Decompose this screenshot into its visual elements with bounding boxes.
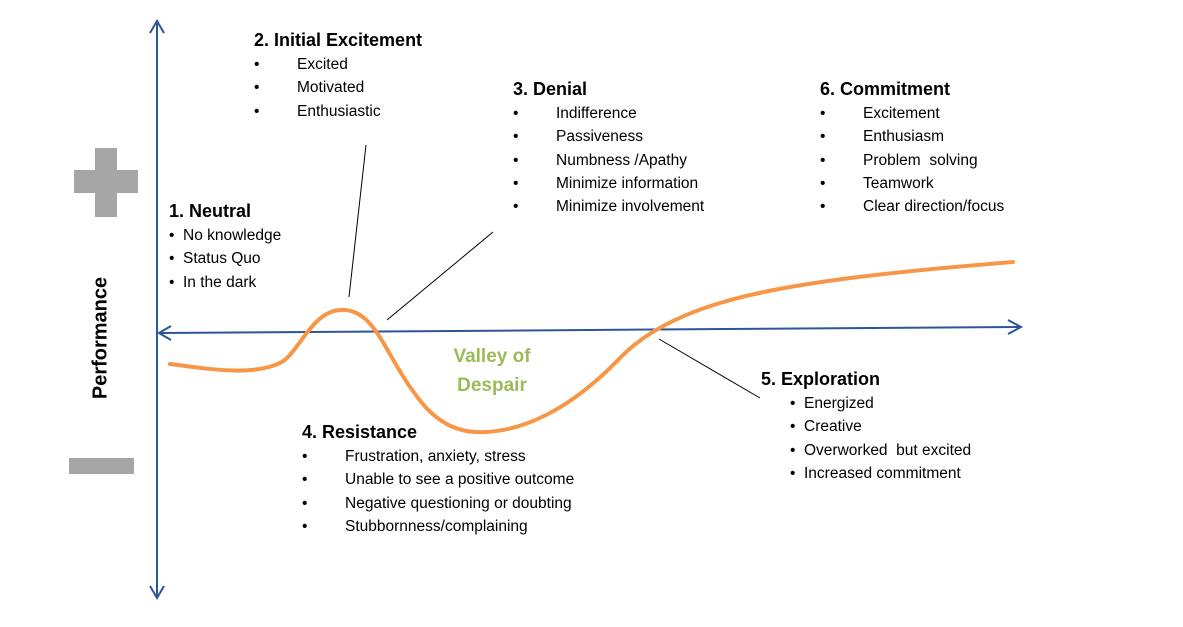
- stage-item: Stubbornness/complaining: [302, 515, 574, 539]
- stage-item: In the dark: [169, 271, 281, 295]
- callout-line-exploration: [658, 338, 761, 399]
- stage-item: Indifference: [513, 102, 704, 126]
- callout-line-denial: [386, 231, 494, 321]
- stage-title: 2. Initial Excitement: [254, 30, 423, 50]
- stage-initial-excitement: 2. Initial Excitement Excited Motivated …: [254, 29, 422, 123]
- stage-item-list: Indifference Passiveness Numbness /Apath…: [513, 102, 704, 219]
- stage-neutral: 1. Neutral No knowledge Status Quo In th…: [169, 200, 281, 294]
- vertical-axis: [149, 19, 165, 600]
- stage-item: Unable to see a positive outcome: [302, 468, 574, 492]
- stage-item-list: Excited Motivated Enthusiastic: [254, 53, 422, 123]
- stage-item: Minimize information: [513, 172, 704, 196]
- stage-title: 1. Neutral: [169, 201, 252, 221]
- stage-resistance: 4. Resistance Frustration, anxiety, stre…: [302, 421, 574, 538]
- stage-exploration: 5. Exploration Energized Creative Overwo…: [761, 368, 971, 485]
- callout-lines: [348, 144, 761, 399]
- horizontal-axis: [157, 319, 1024, 341]
- stage-title: 4. Resistance: [302, 422, 418, 442]
- stage-item: Enthusiasm: [820, 125, 1004, 149]
- stage-item: No knowledge: [169, 224, 281, 248]
- change-curve: [168, 260, 1015, 435]
- stage-item: Negative questioning or doubting: [302, 492, 574, 516]
- stage-title: 6. Commitment: [820, 79, 951, 99]
- vertical-axis-arrow-down: [149, 585, 165, 600]
- stage-item: Energized: [790, 392, 971, 416]
- stage-item-list: No knowledge Status Quo In the dark: [169, 224, 281, 294]
- stage-item: Numbness /Apathy: [513, 149, 704, 173]
- stage-item: Enthusiastic: [254, 100, 422, 124]
- stage-commitment: 6. Commitment Excitement Enthusiasm Prob…: [820, 78, 1004, 219]
- valley-label-line2: Despair: [457, 375, 527, 396]
- stage-item-list: Excitement Enthusiasm Problem solving Te…: [820, 102, 1004, 219]
- stage-item: Increased commitment: [790, 462, 971, 486]
- stage-item: Creative: [790, 415, 971, 439]
- stage-item: Overworked but excited: [790, 439, 971, 463]
- callout-line-excitement: [348, 144, 367, 298]
- stage-denial: 3. Denial Indifference Passiveness Numbn…: [513, 78, 704, 219]
- horizontal-axis-line: [159, 326, 1021, 334]
- valley-label: Valley of Despair: [453, 342, 530, 400]
- stage-item: Minimize involvement: [513, 195, 704, 219]
- horizontal-axis-arrow-right: [1007, 319, 1024, 335]
- stage-item: Clear direction/focus: [820, 195, 1004, 219]
- valley-label-line1: Valley of: [453, 346, 531, 367]
- stage-item: Excitement: [820, 102, 1004, 126]
- stage-item-list: Frustration, anxiety, stress Unable to s…: [302, 445, 574, 538]
- stage-item-list: Energized Creative Overworked but excite…: [790, 392, 971, 485]
- plus-icon: [74, 148, 138, 217]
- stage-item: Teamwork: [820, 172, 1004, 196]
- stage-title: 5. Exploration: [761, 369, 881, 389]
- stage-title: 3. Denial: [513, 79, 588, 99]
- stage-item: Excited: [254, 53, 422, 77]
- vertical-axis-arrow-up: [149, 19, 165, 34]
- horizontal-axis-arrow-left: [157, 325, 172, 341]
- stage-item: Status Quo: [169, 247, 281, 271]
- stage-item: Problem solving: [820, 149, 1004, 173]
- minus-icon: [69, 458, 134, 474]
- stage-item: Frustration, anxiety, stress: [302, 445, 574, 469]
- stage-item: Motivated: [254, 76, 422, 100]
- axis-label-performance: Performance: [89, 276, 112, 400]
- stage-item: Passiveness: [513, 125, 704, 149]
- plus-icon-vertical: [95, 148, 117, 217]
